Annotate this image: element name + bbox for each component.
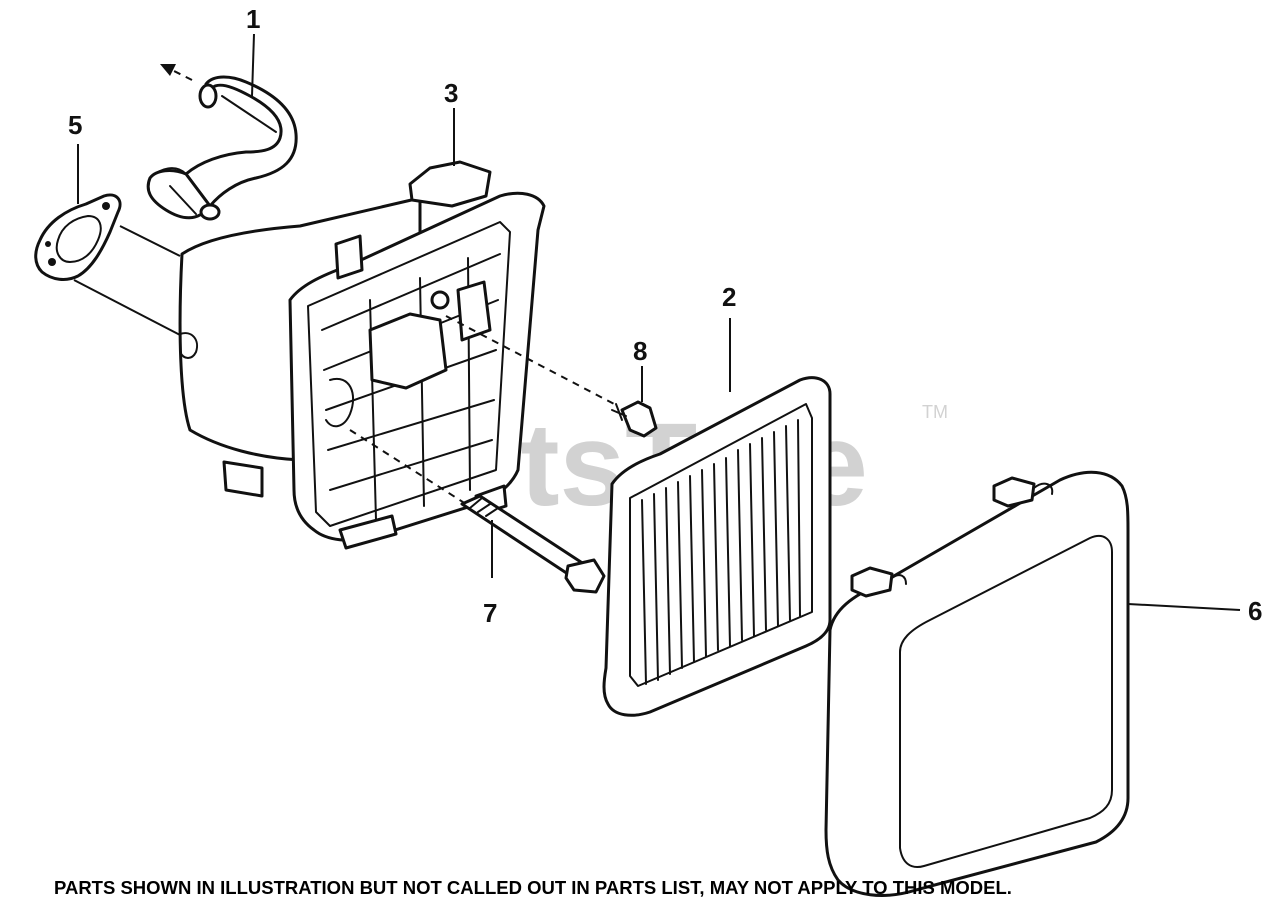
- direction-arrow: [160, 64, 193, 81]
- footer-note: PARTS SHOWN IN ILLUSTRATION BUT NOT CALL…: [54, 877, 1012, 898]
- callout-1: 1: [246, 4, 260, 34]
- wing-bolt: [611, 400, 658, 438]
- callout-5: 5: [68, 110, 82, 140]
- filter-element: [602, 376, 832, 717]
- stud-bolt: [460, 494, 606, 594]
- callout-6: 6: [1248, 596, 1262, 626]
- callout-8: 8: [633, 336, 647, 366]
- gasket: [34, 193, 122, 281]
- callout-7: 7: [483, 598, 497, 628]
- callout-2: 2: [722, 282, 736, 312]
- callout-3: 3: [444, 78, 458, 108]
- air-cleaner-cover: [824, 470, 1130, 897]
- filter-pleats: [641, 419, 801, 685]
- watermark-trademark: TM: [922, 402, 948, 422]
- air-cleaner-case: [178, 160, 546, 550]
- breather-tube: [146, 75, 298, 221]
